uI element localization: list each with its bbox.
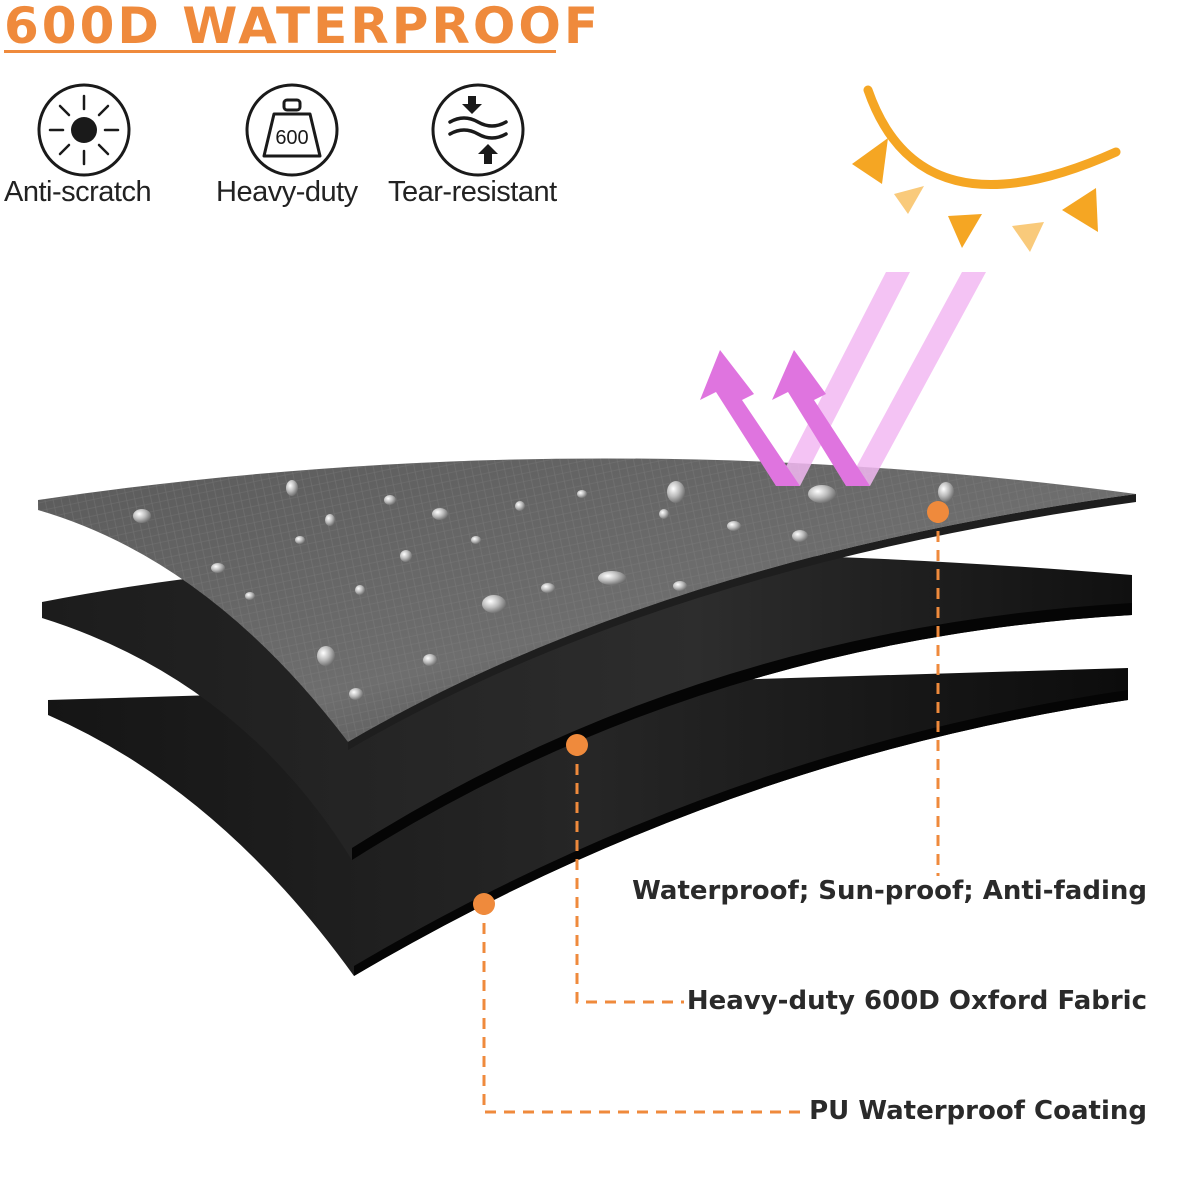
sun-icon	[37, 83, 131, 177]
wind-arrows-icon	[431, 83, 525, 177]
water-droplets	[133, 480, 954, 700]
weight-600-icon: 600	[245, 83, 339, 177]
uv-ray-incoming-1	[776, 272, 910, 486]
page-title: 600D WATERPROOF	[4, 0, 602, 55]
callout-top-layer: Waterproof; Sun-proof; Anti-fading	[632, 876, 1147, 906]
uv-ray-reflect-1	[700, 350, 800, 486]
feature-label-heavy-duty: Heavy-duty	[216, 176, 358, 208]
top-layer	[38, 458, 1136, 750]
marker-top-layer	[927, 501, 949, 523]
feature-label-anti-scratch: Anti-scratch	[4, 176, 152, 208]
uv-ray-incoming-2	[846, 272, 986, 486]
marker-middle-layer	[566, 734, 588, 756]
uv-ray-reflect-2	[772, 350, 870, 486]
weight-icon-text: 600	[275, 127, 308, 149]
callout-middle-layer: Heavy-duty 600D Oxford Fabric	[686, 986, 1147, 1016]
marker-bottom-layer	[473, 893, 495, 915]
leader-middle	[575, 745, 684, 1004]
title-underline	[4, 50, 556, 53]
leader-bottom	[482, 904, 806, 1114]
sun-graphic	[852, 85, 1121, 252]
uv-rays	[700, 272, 986, 486]
feature-label-tear-resistant: Tear-resistant	[388, 176, 557, 208]
callout-leaders	[482, 512, 940, 1114]
callout-bottom-layer: PU Waterproof Coating	[809, 1096, 1147, 1126]
